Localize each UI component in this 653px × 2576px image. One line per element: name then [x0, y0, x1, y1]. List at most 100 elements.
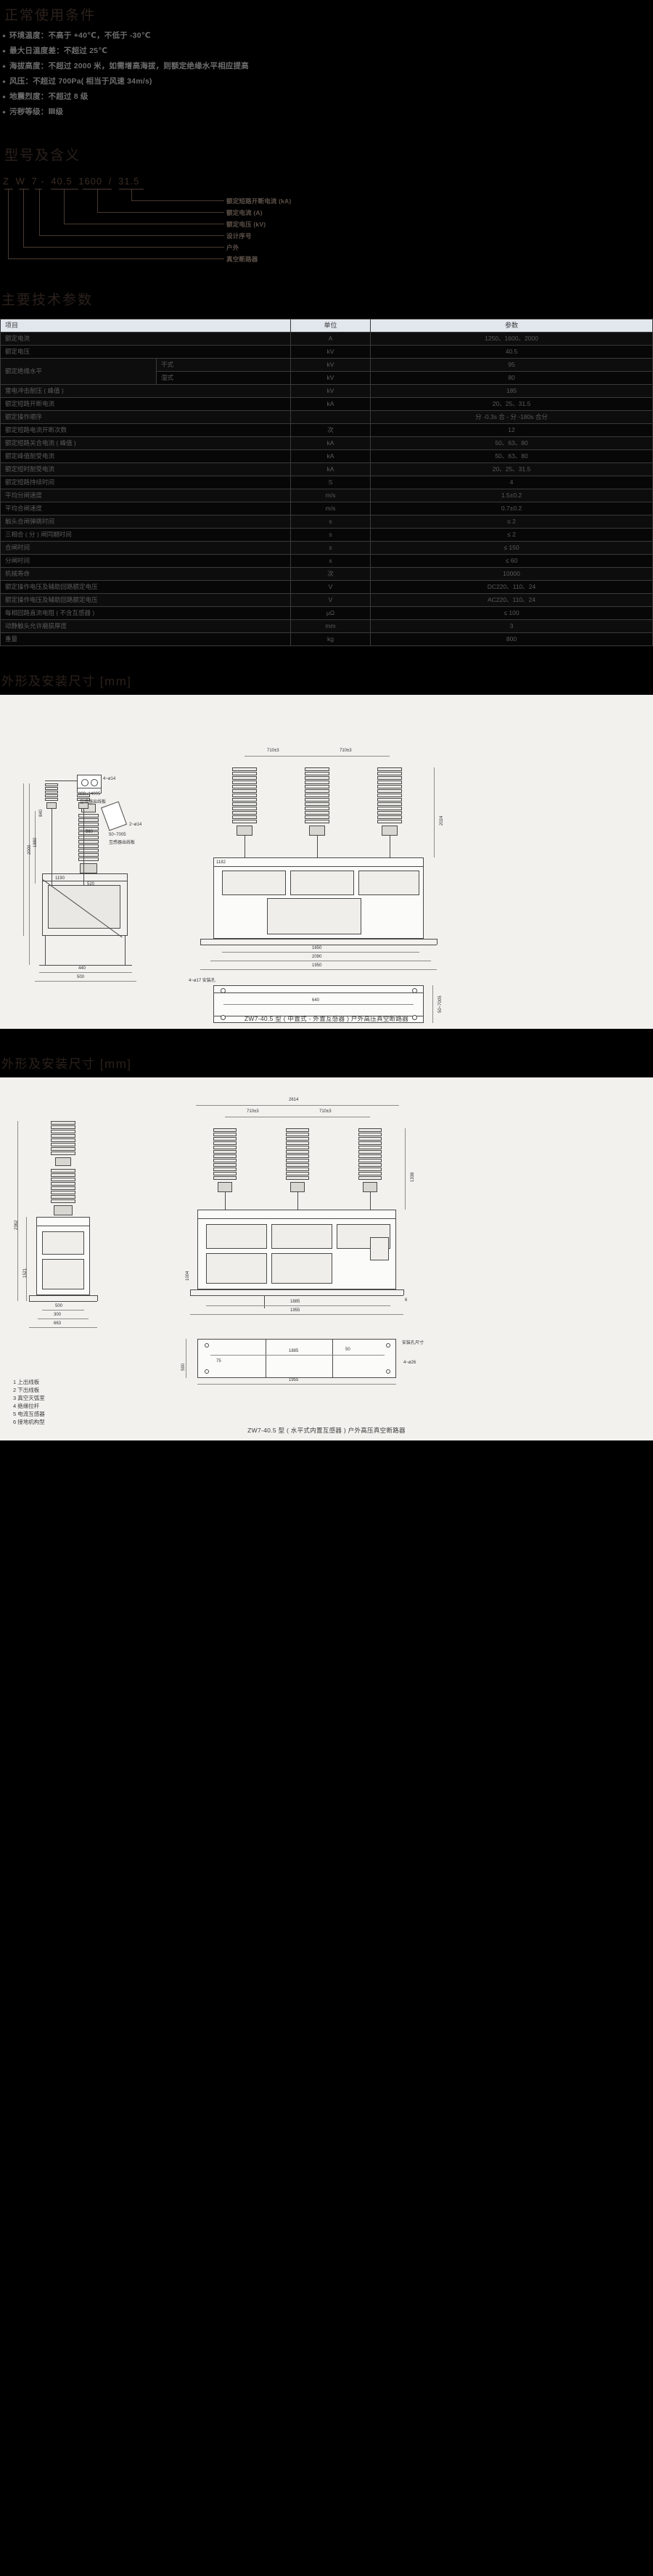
cell-item: 额定峰值耐受电流	[0, 449, 291, 463]
table-row: 触头合闸弹跳时间 s ≤ 2	[0, 515, 653, 529]
mounting-hole	[386, 1343, 390, 1348]
dim-710-2: 710±3	[340, 749, 352, 753]
dim-line-v	[432, 985, 433, 1023]
parameters-table-body: 额定电流 A 1250、1600、2000 额定电压 kV 40.5 额定绝缘水…	[0, 332, 653, 646]
table-row: 三相合 ( 分 ) 闸同期时间 s ≤ 2	[0, 528, 653, 542]
cell-item: 动静触头允许磨损厚度	[0, 619, 291, 633]
drawing-section-1: 外形及安装尺寸 [mm]	[0, 671, 653, 1029]
cell-item: 触头合闸弹跳时间	[0, 515, 291, 529]
cell-item: 每相回路直流电阻 ( 不含互感器 )	[0, 606, 291, 620]
cell-unit: m/s	[290, 489, 371, 502]
cell-item: 额定短路电流开断次数	[0, 423, 291, 437]
model-code-part: Z	[3, 176, 9, 187]
cell-value: 20、25、31.5	[370, 462, 653, 476]
parameters-table: 项目 单位 参数 额定电流 A 1250、1600、2000 额定电压 kV 4…	[0, 319, 653, 646]
drawing1-caption: ZW7-40.5 型 ( 中置式 - 外置互感器 ) 户外高压真空断路器	[244, 1015, 409, 1022]
model-code: Z W 7 - 40.5 1600 / 31.5	[3, 176, 653, 189]
cabinet-line	[213, 866, 424, 867]
cell-item: 额定操作顺序	[0, 410, 291, 424]
cell-value: 800	[370, 632, 653, 646]
earth-mechanism	[264, 1295, 265, 1308]
cell-unit: mm	[290, 619, 371, 633]
dim-75: 75	[216, 1359, 221, 1364]
cell-unit: kA	[290, 462, 371, 476]
cell-unit: m/s	[290, 502, 371, 515]
cell-value: 分 -0.3s 合 - 分 -180s 合分	[370, 410, 653, 424]
cell-item-group: 额定绝缘水平	[0, 358, 157, 385]
drawing2-title: 外形及安装尺寸 [mm]	[1, 1057, 132, 1071]
dim-line-h	[197, 1384, 396, 1385]
dim-440: 440	[78, 966, 86, 971]
cell-unit: s	[290, 528, 371, 542]
cell-value: DC220、110、24	[370, 580, 653, 594]
model-code-part: W	[15, 176, 25, 187]
dim-1885: 1885	[290, 1300, 300, 1304]
leg	[45, 936, 46, 965]
dim-1650: 1650	[312, 946, 322, 950]
col-item: 项目	[0, 319, 291, 333]
cell-unit: kA	[290, 397, 371, 411]
dim-800-14005: 800~14005	[78, 792, 101, 796]
legend-item: 2 下出线板	[13, 1387, 40, 1393]
dim-line-v	[23, 783, 24, 936]
parameters-title: 主要技术参数	[1, 293, 94, 308]
label-mount-holes: 4~ø17 安装孔	[189, 979, 215, 983]
dim-710-1: 710±3	[267, 749, 279, 753]
drawing1-canvas: 2000 1880 840 1190 520 560 440 500 4~ø14…	[0, 695, 653, 1029]
drawing2-legend: 1 上出线板 2 下出线板 3 真空灭弧室 4 绝缘拉杆 5 电流互感器 6 接…	[13, 1378, 45, 1426]
dim-line-h	[245, 756, 317, 757]
dim-50: 50	[345, 1348, 350, 1352]
dim-1182: 2024	[440, 815, 444, 826]
mounting-hole	[221, 988, 226, 993]
legend-item: 6 接地机构型	[13, 1419, 45, 1425]
model-label: 户外	[226, 244, 239, 251]
dim-6: 6	[405, 1298, 408, 1303]
table-row: 额定短时耐受电流 kA 20、25、31.5	[0, 462, 653, 476]
table-row: 动静触头允许磨损厚度 mm 3	[0, 619, 653, 633]
diagonal-brace	[42, 873, 129, 937]
cell-value: 20、25、31.5	[370, 397, 653, 411]
cell-unit: 次	[290, 567, 371, 581]
table-header-row: 项目 单位 参数	[0, 319, 653, 333]
cell-item: 三相合 ( 分 ) 闸同期时间	[0, 528, 291, 542]
dim-line-h	[196, 1105, 399, 1106]
table-row: 额定短路关合电流 ( 峰值 ) kA 50、63、80	[0, 436, 653, 450]
dim-2-phi14: 2~ø14	[129, 823, 142, 827]
control-box	[370, 1237, 389, 1260]
cabinet-panel	[222, 871, 286, 895]
ground-line	[39, 965, 132, 966]
cell-item: 雷电冲击耐压 ( 峰值 )	[0, 384, 291, 398]
table-row: 合闸时间 s ≤ 150	[0, 541, 653, 555]
cell-unit: V	[290, 580, 371, 594]
table-row: 额定电流 A 1250、1600、2000	[0, 332, 653, 346]
drawing1-title: 外形及安装尺寸 [mm]	[1, 674, 132, 688]
dim-560: 560	[86, 830, 94, 834]
dim-1190: 1190	[55, 876, 65, 881]
table-row: 额定操作顺序 分 -0.3s 合 - 分 -180s 合分	[0, 410, 653, 424]
dim-line-v	[29, 783, 30, 965]
dim-1880: 1880	[33, 837, 38, 847]
cell-unit: kV	[290, 345, 371, 359]
cell-value: ≤ 2	[370, 515, 653, 529]
mounting-hole	[412, 988, 417, 993]
dim-710-1: 710±3	[247, 1109, 259, 1114]
model-code-part: 7 -	[31, 176, 45, 187]
dim-1885-plan: 1885	[289, 1349, 299, 1353]
table-row: 额定绝缘水平 干式 kV 95	[0, 358, 653, 385]
model-label: 设计序号	[226, 232, 252, 240]
dim-4-phi26: 4~ø26	[403, 1361, 416, 1365]
dim-590: 590	[181, 1363, 186, 1371]
cell-subitem: 干式	[156, 358, 291, 372]
cell-unit: kV	[290, 371, 371, 385]
cell-value: ≤ 100	[370, 606, 653, 620]
col-value: 参数	[370, 319, 653, 333]
cell-item: 额定操作电压及辅助回路额定电压	[0, 580, 291, 594]
cabinet-door	[206, 1253, 267, 1284]
cell-item: 合闸时间	[0, 541, 291, 555]
cell-unit: A	[290, 332, 371, 346]
condition-item: 海拔高度：不超过 2000 米，如需增高海拔，则额定绝缘水平相应提高	[3, 62, 653, 71]
cell-item: 平均分闸速度	[0, 489, 291, 502]
cell-unit: kA	[290, 449, 371, 463]
mounting-hole	[221, 1015, 226, 1020]
mounting-hole	[412, 1015, 417, 1020]
